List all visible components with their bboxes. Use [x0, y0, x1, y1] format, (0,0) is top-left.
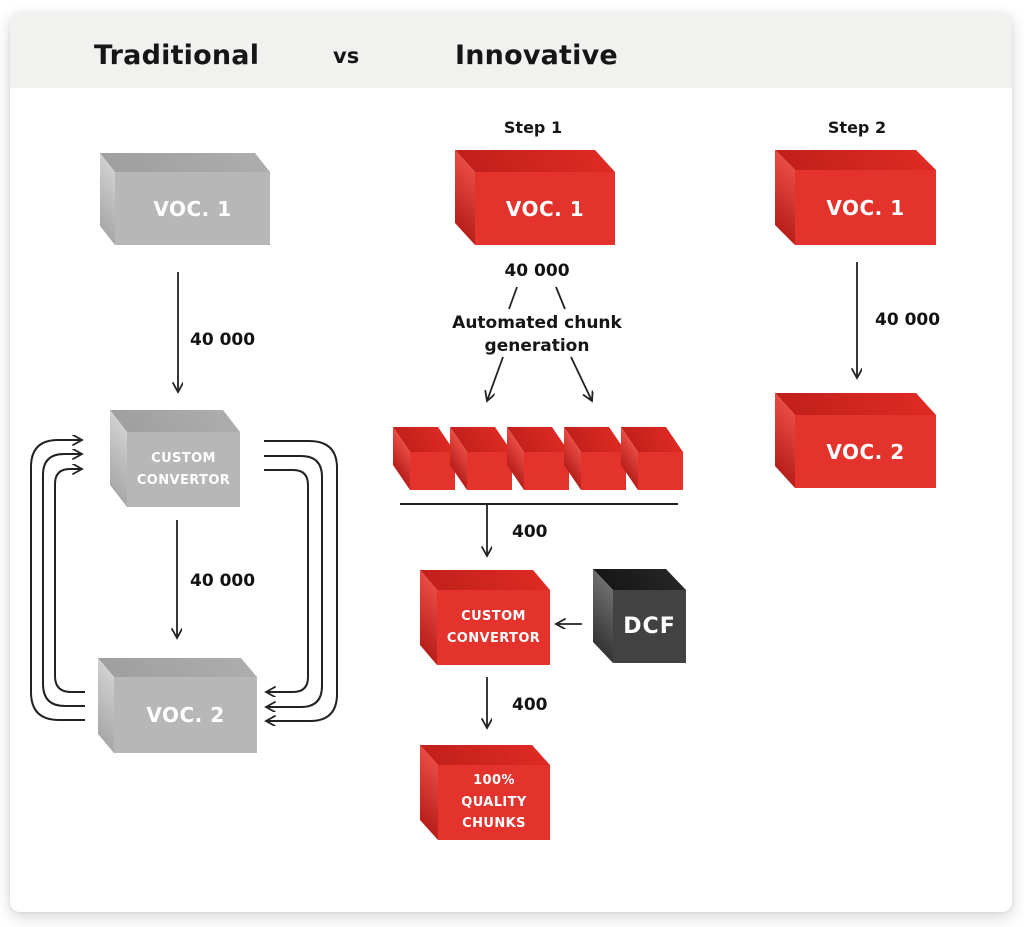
dcf-box: DCF	[593, 569, 686, 664]
step1-voc1-count: 40 000	[504, 261, 570, 281]
header-vs-separator: vs	[333, 44, 360, 68]
box-front-face: CUSTOM CONVERTOR	[437, 590, 550, 665]
box-front-face: CUSTOM CONVERTOR	[127, 432, 240, 507]
box-top-face	[98, 658, 257, 677]
box-front-face: VOC. 2	[114, 677, 257, 753]
box-top-face	[775, 150, 936, 170]
traditional-convertor-box: CUSTOM CONVERTOR	[110, 410, 241, 507]
step2-count: 40 000	[875, 310, 941, 330]
dcf-label: DCF	[623, 614, 676, 639]
step2-voc1-label: VOC. 1	[826, 195, 905, 220]
box-front-face	[638, 452, 683, 490]
box-top-face	[455, 150, 616, 172]
step1-process-label: Automated chunk generation	[452, 313, 622, 356]
box-top-face	[110, 410, 241, 432]
traditional-voc2-box: VOC. 2	[98, 658, 257, 754]
step1-convertor-label: CUSTOM CONVERTOR	[446, 609, 541, 646]
step1-chunk-count: 400	[512, 522, 548, 542]
box-top-face	[100, 153, 271, 172]
step2-voc1-box: VOC. 1	[775, 150, 936, 245]
chunk-cube-5	[621, 427, 683, 491]
header-title-traditional: Traditional	[94, 40, 260, 71]
step1-voc1-box: VOC. 1	[455, 150, 616, 245]
box-front-face	[581, 452, 626, 490]
step1-title: Step 1	[503, 118, 563, 137]
box-top-face	[775, 393, 937, 415]
box-front-face	[410, 452, 455, 490]
box-front-face	[524, 452, 569, 490]
chunk-cube-3	[507, 427, 569, 491]
traditional-voc2-label: VOC. 2	[146, 703, 225, 727]
traditional-voc1-box: VOC. 1	[100, 153, 271, 245]
step2-voc2-box: VOC. 2	[775, 393, 937, 488]
traditional-convertor-label: CUSTOM CONVERTOR	[136, 451, 231, 488]
box-front-face: VOC. 1	[475, 172, 615, 245]
header-title-innovative: Innovative	[455, 40, 618, 71]
chunk-cube-4	[564, 427, 626, 491]
box-front-face: VOC. 1	[115, 172, 270, 245]
chunk-cube-2	[450, 427, 512, 491]
chunk-cube-1	[393, 427, 455, 491]
step2-voc2-label: VOC. 2	[826, 439, 905, 464]
traditional-count-2: 40 000	[190, 571, 256, 591]
box-top-face	[420, 570, 551, 590]
traditional-count-1: 40 000	[190, 330, 256, 350]
box-front-face: DCF	[613, 590, 686, 663]
header-band	[10, 13, 1012, 88]
step2-title: Step 2	[827, 118, 887, 137]
box-front-face: VOC. 1	[795, 170, 936, 245]
step1-voc1-label: VOC. 1	[505, 196, 585, 221]
step1-output-count: 400	[512, 695, 548, 715]
step1-result-label: 100% QUALITY CHUNKS	[461, 773, 527, 832]
box-top-face	[420, 745, 551, 765]
box-front-face: VOC. 2	[795, 415, 936, 488]
box-front-face	[467, 452, 512, 490]
box-front-face: 100% QUALITY CHUNKS	[438, 765, 550, 840]
traditional-voc1-label: VOC. 1	[153, 196, 232, 221]
step1-result-box: 100% QUALITY CHUNKS	[420, 745, 551, 840]
step1-convertor-box: CUSTOM CONVERTOR	[420, 570, 551, 665]
